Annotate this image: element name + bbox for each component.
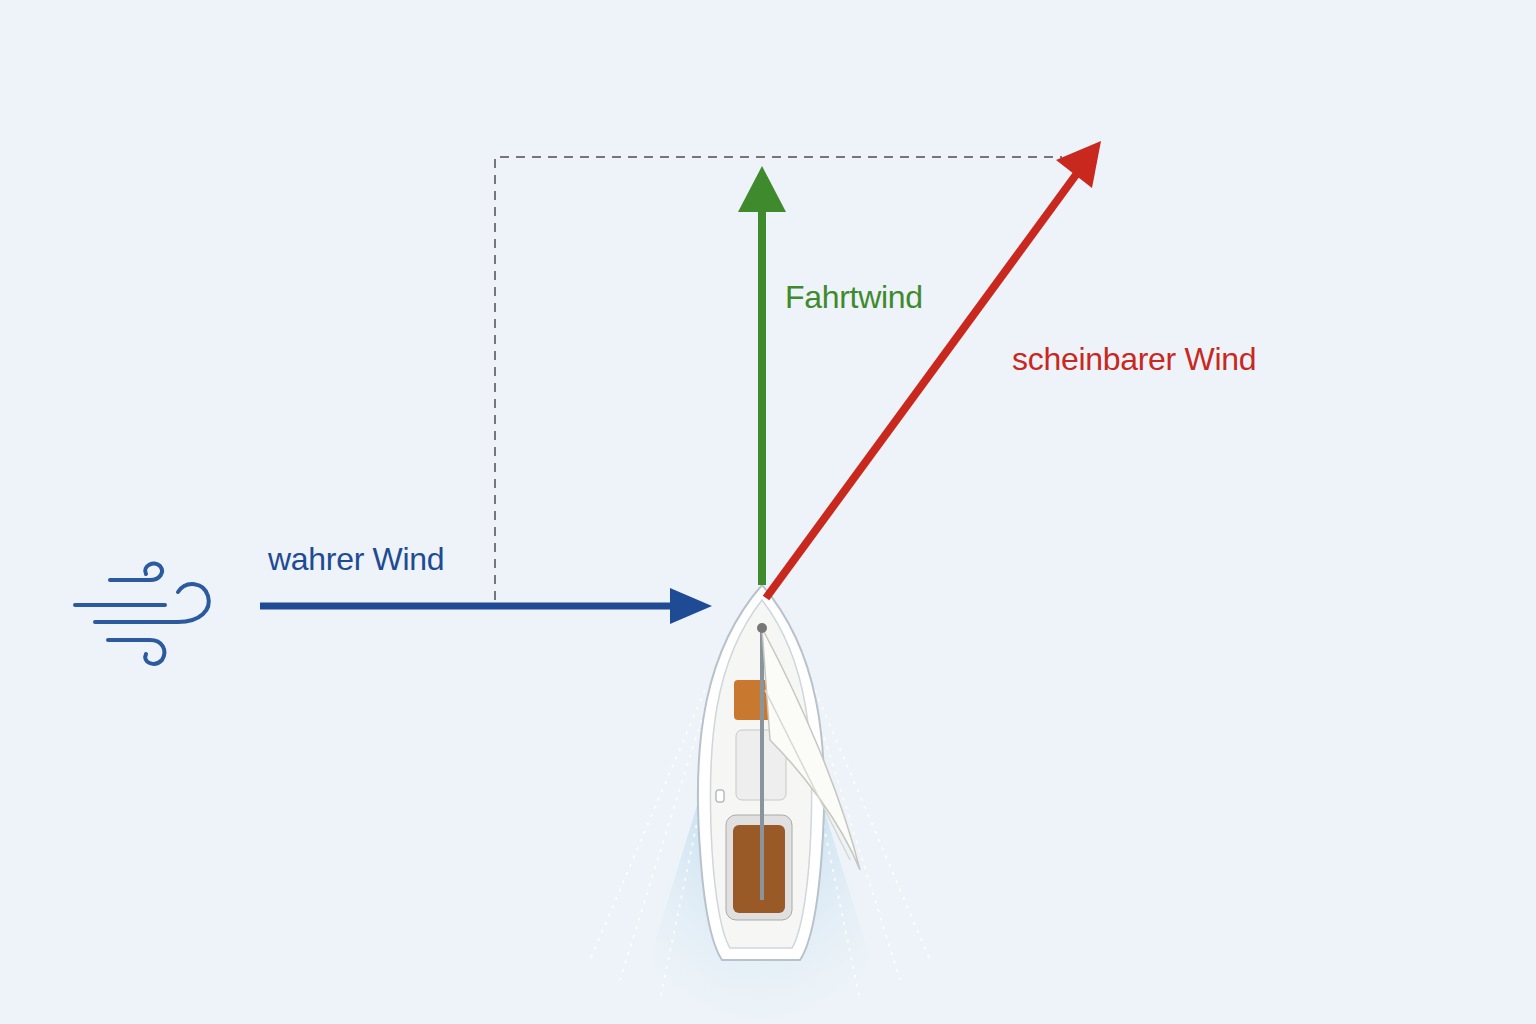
wind-icon — [75, 564, 209, 664]
sailboat — [698, 585, 860, 960]
headwind-arrow — [738, 166, 786, 585]
headwind-label: Fahrtwind — [785, 280, 923, 315]
true-wind-label: wahrer Wind — [268, 542, 444, 577]
apparent-wind-label: scheinbarer Wind — [1012, 342, 1256, 377]
construction-line — [495, 157, 1062, 600]
true-wind-arrow — [260, 588, 712, 624]
